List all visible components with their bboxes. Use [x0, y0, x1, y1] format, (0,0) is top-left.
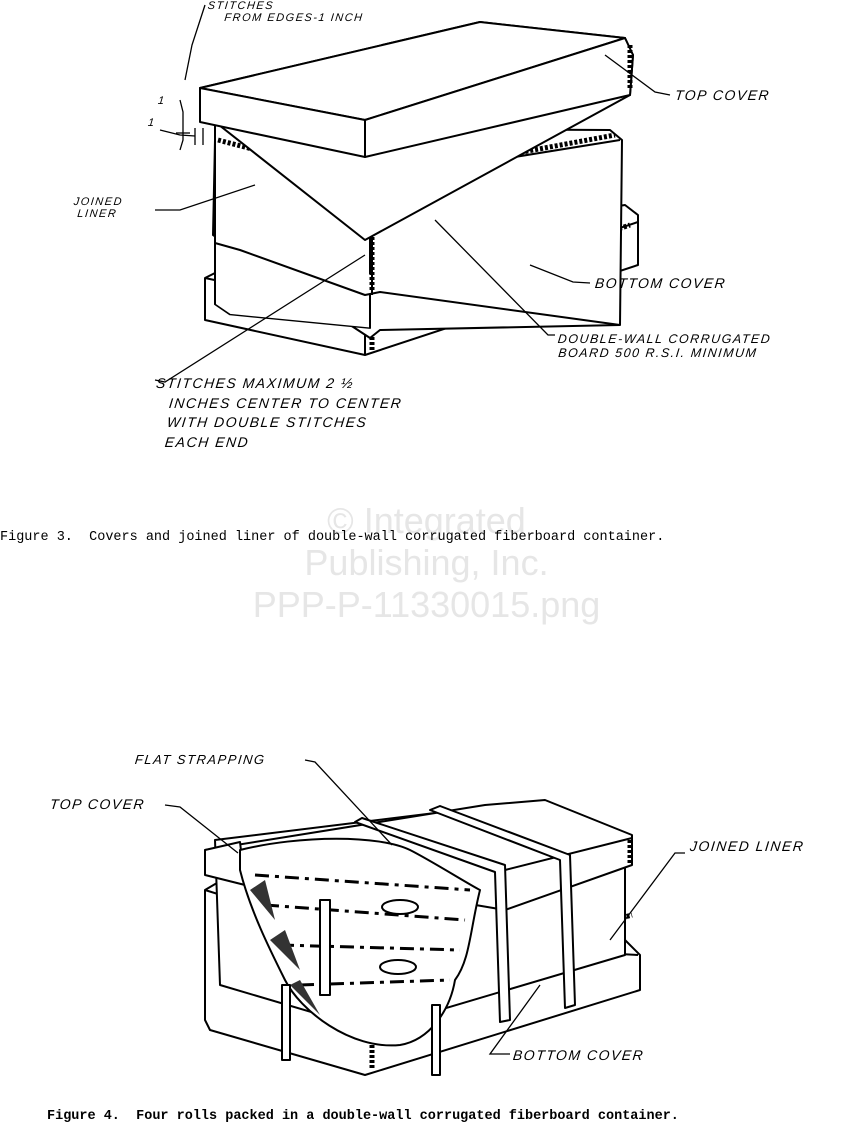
figure-4-caption: Figure 4. Four rolls packed in a double-… [47, 1109, 679, 1124]
figure-3-caption: Figure 3. Covers and joined liner of dou… [0, 530, 665, 545]
label-line: STITCHES [207, 0, 275, 12]
label-dimension: 1 [147, 117, 157, 129]
label-joined-liner: JOINED LINER [72, 196, 124, 220]
figure-3-drawing [154, 4, 671, 383]
strap [281, 984, 291, 1061]
label-line: INCHES CENTER TO CENTER [168, 394, 404, 411]
label-line: FROM EDGES-1 INCH [223, 12, 365, 24]
figure-4-drawing [164, 759, 685, 1076]
watermark-line: Publishing, Inc. [304, 542, 549, 583]
strap [429, 805, 576, 1009]
label-line: WITH DOUBLE STITCHES [166, 414, 369, 430]
label-corrugated-board: DOUBLE-WALL CORRUGATED BOARD 500 R.S.I. … [556, 332, 773, 360]
label-top-cover: TOP COVER [674, 87, 772, 103]
label-line: JOINED [73, 196, 124, 208]
label-line: STITCHES MAXIMUM 2 ½ [155, 375, 356, 391]
watermark-line: © Integrated [327, 500, 526, 541]
label-flat-strapping: FLAT STRAPPING [134, 752, 267, 767]
strap [431, 1004, 441, 1076]
label-joined-liner: JOINED LINER [689, 838, 806, 854]
label-line: EACH END [164, 433, 251, 450]
label-line: DOUBLE-WALL CORRUGATED [557, 332, 773, 346]
label-bottom-cover: BOTTOM COVER [594, 275, 728, 291]
label-line: BOARD 500 R.S.I. MINIMUM [557, 346, 759, 360]
watermark: © Integrated Publishing, Inc. PPP-P-1133… [0, 500, 853, 626]
watermark-line: PPP-P-11330015.png [252, 584, 601, 625]
label-top-cover: TOP COVER [49, 796, 147, 812]
label-line: LINER [76, 208, 118, 220]
label-stitches-from-edges: STITCHES FROM EDGES-1 INCH [206, 0, 366, 24]
label-bottom-cover: BOTTOM COVER [512, 1047, 646, 1063]
strap [354, 817, 511, 1023]
label-stitches-maximum: STITCHES MAXIMUM 2 ½ INCHES CENTER TO CE… [149, 374, 406, 452]
label-dimension: 1 [157, 95, 167, 107]
